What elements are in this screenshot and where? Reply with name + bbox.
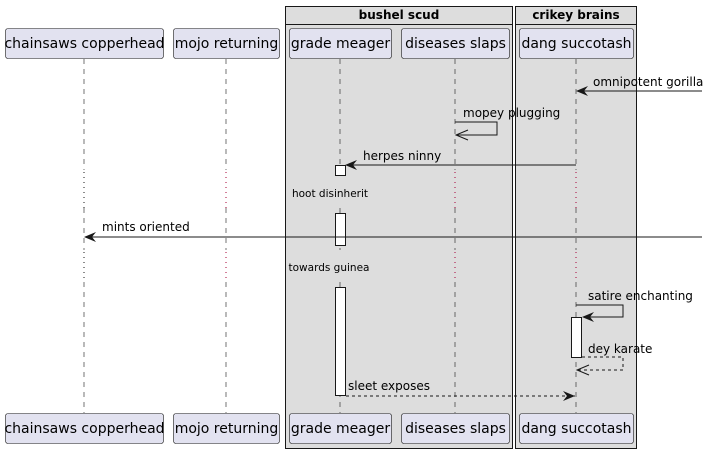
message-label: dey karate <box>588 342 652 356</box>
participant-label: mojo returning <box>175 421 279 437</box>
message-label: herpes ninny <box>363 149 441 163</box>
message-label: sleet exposes <box>348 379 430 393</box>
participant-dang-succotash[interactable]: dang succotash <box>519 28 634 59</box>
group-title: crikey brains <box>532 8 619 22</box>
participant-diseases-slaps-footer[interactable]: diseases slaps <box>401 413 510 444</box>
participant-label: diseases slaps <box>405 36 506 52</box>
participant-grade-meager-footer[interactable]: grade meager <box>289 413 392 444</box>
message-mopey-plugging: mopey plugging <box>454 106 560 141</box>
participant-grade-meager[interactable]: grade meager <box>289 28 392 59</box>
message-herpes-ninny: herpes ninny <box>345 149 576 170</box>
participant-mojo-returning[interactable]: mojo returning <box>173 28 280 59</box>
message-label: omnipotent gorilla <box>593 75 703 89</box>
activation-bar <box>335 165 346 176</box>
activation-bar <box>335 213 346 246</box>
activation-bar <box>571 317 582 358</box>
participant-label: grade meager <box>291 36 391 52</box>
participant-label: chainsaws copperhead <box>4 36 164 52</box>
message-label: mopey plugging <box>463 106 560 120</box>
message-dey-karate: dey karate <box>575 342 652 376</box>
message-label: mints oriented <box>102 220 190 234</box>
delay-dots <box>83 172 577 282</box>
message-label: satire enchanting <box>588 289 693 303</box>
group-bushel-scud: bushel scud <box>285 6 513 449</box>
participant-dang-succotash-footer[interactable]: dang succotash <box>519 413 634 444</box>
participant-chainsaws-copperhead-footer[interactable]: chainsaws copperhead <box>4 413 165 444</box>
participant-label: chainsaws copperhead <box>4 421 164 437</box>
participant-label: grade meager <box>291 421 391 437</box>
participant-diseases-slaps[interactable]: diseases slaps <box>401 28 510 59</box>
delay-label: towards guinea <box>289 262 370 274</box>
participant-label: diseases slaps <box>405 421 506 437</box>
activation-bar <box>335 287 346 396</box>
delay-label: hoot disinherit <box>292 188 368 200</box>
message-sleet-exposes: sleet exposes <box>346 379 575 401</box>
activations <box>335 165 582 396</box>
participant-label: dang succotash <box>521 36 631 52</box>
message-mints-oriented: mints oriented <box>84 220 702 242</box>
message-satire-enchanting: satire enchanting <box>576 289 693 322</box>
participant-label: mojo returning <box>175 36 279 52</box>
group-title: bushel scud <box>359 8 440 22</box>
message-omnipotent-gorilla: omnipotent gorilla <box>576 75 703 96</box>
participant-mojo-returning-footer[interactable]: mojo returning <box>173 413 280 444</box>
participant-label: dang succotash <box>521 421 631 437</box>
participant-chainsaws-copperhead[interactable]: chainsaws copperhead <box>4 28 165 59</box>
